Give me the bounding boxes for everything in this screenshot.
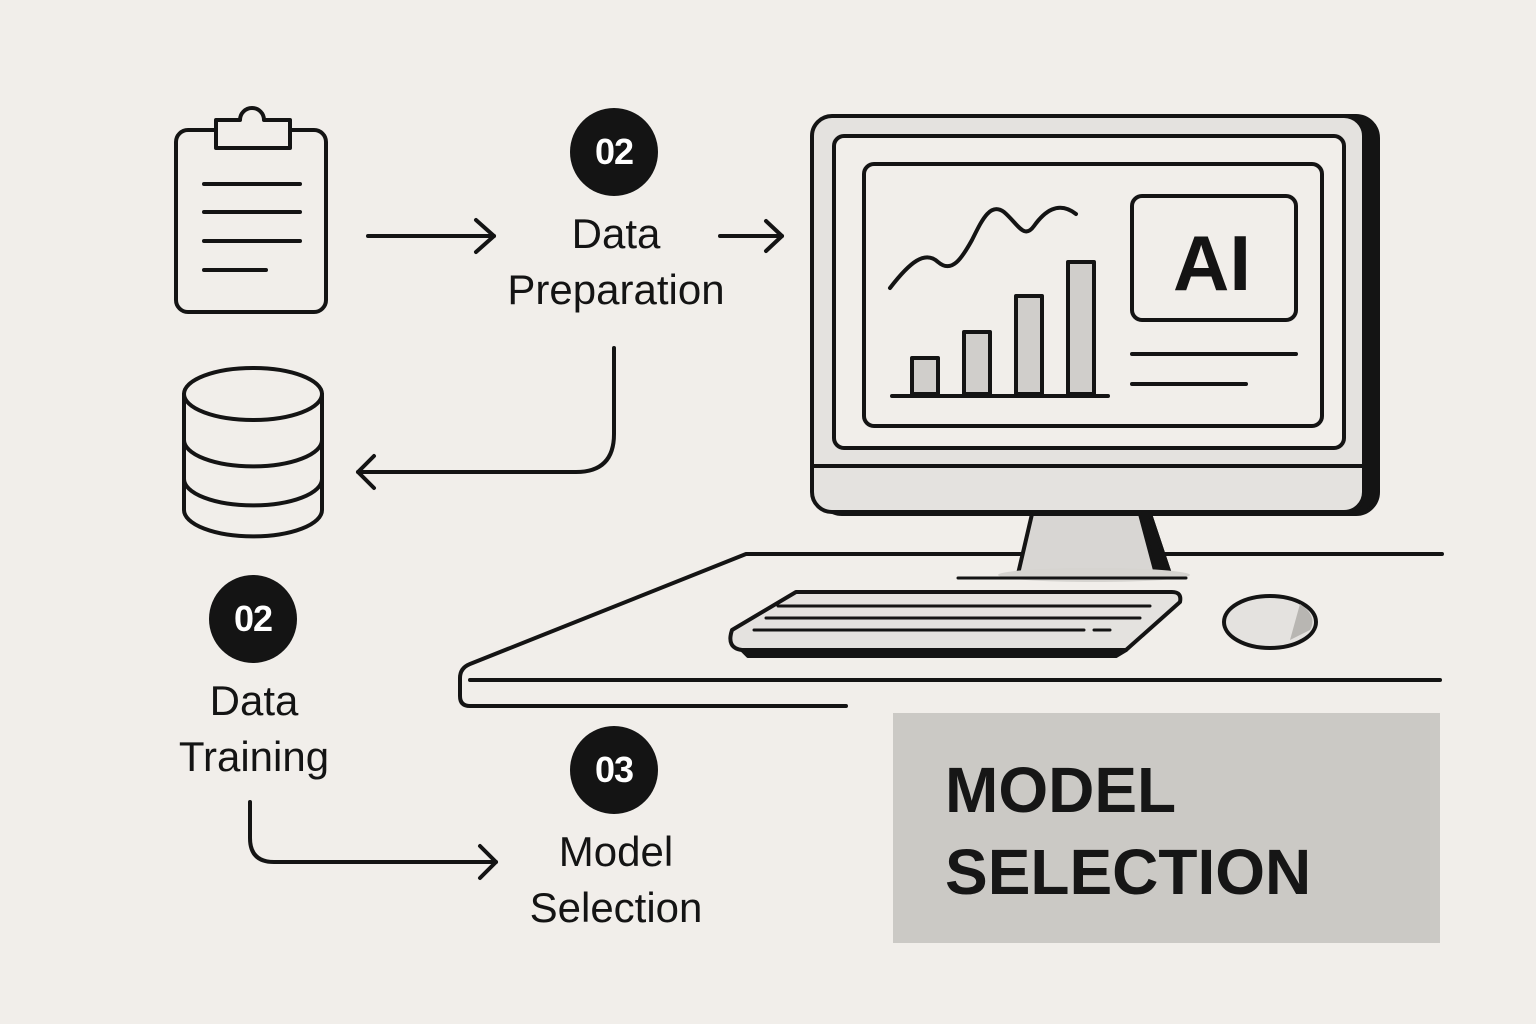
clipboard-icon [174,106,328,314]
step-label-line: Data [571,210,661,257]
step-number-badge: 02 [570,108,658,196]
ai-label: AI [1173,219,1251,307]
mouse-icon [1222,594,1318,650]
step-label-data-training: Data Training [154,673,354,785]
desk [458,552,1444,708]
step-label-line: Training [178,733,330,780]
step-label-data-preparation: Data Preparation [486,206,746,318]
arrow-right-icon [718,219,784,253]
bar-chart-icon [890,260,1110,398]
arrow-elbow-right-icon [248,800,498,880]
arrow-right-icon [366,218,496,254]
step-label-line: Model [558,828,674,875]
step-label-line: Selection [529,884,703,931]
step-number-badge: 02 [209,575,297,663]
database-icon [182,366,324,539]
banner-title-line: MODEL [945,754,1177,826]
line-chart-icon [888,205,1078,290]
arrow-elbow-left-icon [356,346,616,490]
step-label-line: Data [209,677,299,724]
step-number-badge: 03 [570,726,658,814]
model-selection-banner: MODEL SELECTION [893,713,1440,943]
banner-title-line: SELECTION [945,836,1312,908]
step-label-model-selection: Model Selection [500,824,732,936]
step-label-line: Preparation [507,266,725,313]
ai-badge [1130,194,1298,322]
keyboard-icon [728,590,1183,658]
